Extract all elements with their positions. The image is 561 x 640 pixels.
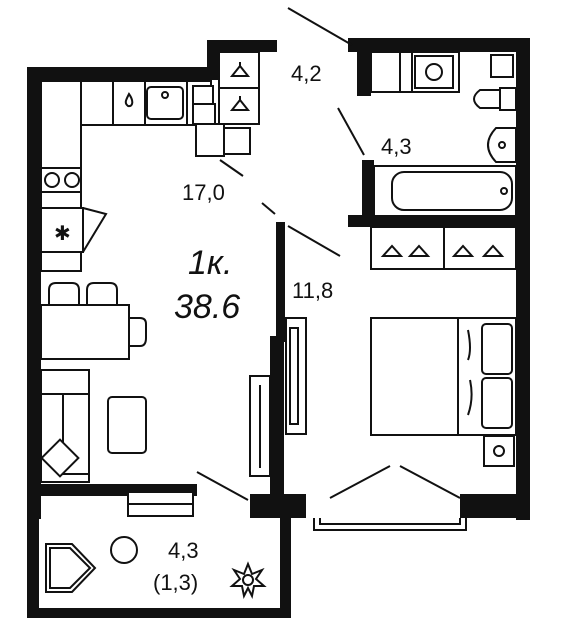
hall-area-label: 4,2 xyxy=(291,61,322,86)
walls xyxy=(27,38,530,618)
entrance-wardrobe xyxy=(195,51,260,157)
bedroom-wardrobe xyxy=(370,226,517,270)
kitchen-living-area-label: 17,0 xyxy=(182,180,225,205)
svg-text:✱: ✱ xyxy=(54,221,71,245)
sofa xyxy=(40,369,147,483)
balcony-area-label: 4,3 xyxy=(168,538,199,563)
bathroom-fixtures xyxy=(373,87,517,217)
total-area-label: 38.6 xyxy=(174,288,241,326)
hall-appliances xyxy=(370,51,514,93)
tv-stand-bedroom xyxy=(285,317,307,435)
bedroom-area-label: 11,8 xyxy=(292,278,334,303)
kitchen-counter: ✱ xyxy=(40,80,216,272)
tv-stand-living xyxy=(249,375,271,477)
dining-table xyxy=(40,282,147,360)
plant-icon xyxy=(229,561,267,600)
windows xyxy=(127,491,467,531)
double-bed xyxy=(370,317,517,467)
balcony-reduced-area-label: (1,3) xyxy=(153,570,199,595)
door-swings xyxy=(196,7,461,501)
apartment-type-label: 1к. xyxy=(188,244,233,282)
bathroom-area-label: 4,3 xyxy=(381,134,412,159)
balcony-furniture xyxy=(45,536,267,600)
